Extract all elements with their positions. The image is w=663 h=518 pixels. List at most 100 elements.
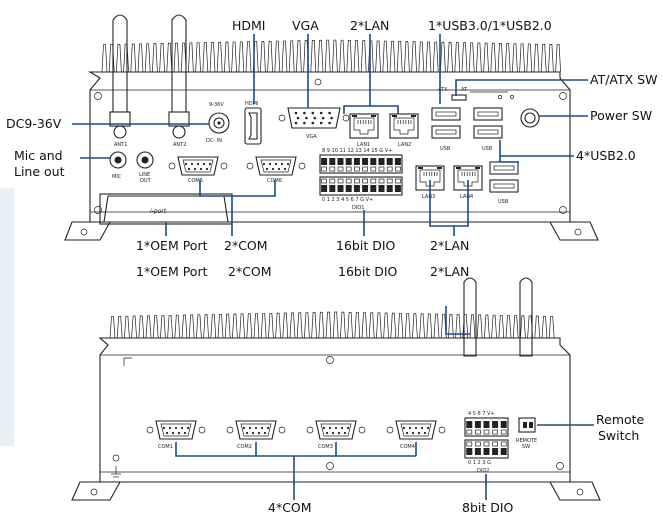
callout-dio8: 8bit DIO	[462, 500, 514, 515]
callout-lan-top: 2*LAN	[350, 18, 389, 33]
label-hdmi: HDMI	[245, 101, 258, 107]
label-com4b: COM4	[400, 444, 415, 450]
callout-com2-dup: 2*COM	[228, 264, 272, 279]
rear-chassis	[98, 337, 571, 483]
label-ant1: ANT1	[114, 142, 127, 148]
callout-usb30: 1*USB3.0/1*USB2.0	[428, 18, 552, 33]
lan4-port-icon	[453, 165, 483, 191]
usb-block-b-icon	[473, 107, 503, 139]
mic-jack-icon	[109, 151, 127, 169]
rear-heatsink-fins	[109, 311, 555, 339]
callout-com4: 4*COM	[268, 500, 312, 515]
label-dio2-top: 4 5 6 7 V+	[468, 411, 495, 417]
label-remote-2: SW	[522, 444, 530, 450]
label-lan2: LAN2	[398, 142, 411, 148]
antenna-2-icon	[168, 14, 190, 139]
label-at: AT	[461, 87, 468, 93]
at-atx-switch-icon	[451, 91, 514, 101]
callout-usb20: 4*USB2.0	[576, 148, 636, 163]
label-line-2: OUT	[140, 178, 152, 184]
vga-port-icon	[278, 107, 350, 129]
rear-foot-right	[549, 481, 601, 501]
label-dio1: DIO1	[352, 205, 364, 211]
label-usb-a: USB	[440, 146, 451, 152]
side-band	[0, 188, 14, 446]
callout-hdmi: HDMI	[232, 18, 266, 33]
callout-atatx: AT/ATX SW	[590, 72, 657, 87]
label-lan4: LAN4	[460, 194, 473, 200]
label-line-1: LINE	[139, 172, 150, 178]
line-out-jack-icon	[136, 151, 154, 169]
label-usb-c: USB	[498, 199, 509, 205]
label-lan1: LAN1	[357, 142, 370, 148]
dio2-terminal-icon	[464, 417, 509, 459]
label-ant2: ANT2	[173, 142, 186, 148]
callout-dio16: 16bit DIO	[336, 238, 395, 253]
com2-port-icon	[226, 420, 286, 440]
callout-dc: DC9-36V	[6, 116, 62, 131]
leader-lines	[72, 34, 594, 500]
label-dio2: DIO2	[477, 468, 489, 474]
front-foot-right	[549, 221, 599, 241]
leader-usb20	[499, 140, 574, 157]
usb-block-a-icon	[431, 107, 461, 139]
callout-mic-2: Line out	[14, 164, 65, 179]
front-foot-left	[64, 221, 111, 241]
label-com1: COM1	[158, 444, 173, 450]
remote-switch-icon	[518, 417, 536, 433]
callout-power-sw: Power SW	[590, 108, 652, 123]
usb-block-c-icon	[489, 161, 519, 193]
lan1-port-icon	[349, 113, 379, 139]
callouts: HDMI VGA 2*LAN 1*USB3.0/1*USB2.0 AT/ATX …	[6, 18, 657, 515]
callout-remote-1: Remote	[596, 412, 645, 427]
leader-atatx	[455, 79, 588, 96]
ground-icon	[111, 454, 121, 478]
power-button-icon[interactable]	[520, 108, 540, 128]
label-com5: COM5	[188, 178, 203, 184]
label-dio-bottom: 0 1 2 3 4 5 6 7 G V+	[322, 197, 373, 203]
label-mic: MIC	[112, 174, 122, 180]
label-lan3: LAN3	[422, 194, 435, 200]
leader-lan-bottom	[429, 180, 455, 236]
label-dc-top: 9-36V	[209, 102, 224, 108]
label-dio2-bottom: 0 1 2 3 G	[468, 460, 491, 466]
label-com2b: COM2	[237, 444, 252, 450]
label-dc-bottom: DC- IN	[206, 138, 222, 144]
callout-vga: VGA	[292, 18, 319, 33]
com3-port-icon	[306, 420, 366, 440]
leader-com-top	[199, 180, 233, 236]
leader-lan-top-left	[343, 34, 371, 114]
label-atx: ATX	[438, 87, 448, 93]
dio1-terminal-icon	[319, 154, 403, 196]
antenna-1-icon	[109, 14, 131, 139]
callout-dio16-dup: 16bit DIO	[338, 264, 397, 279]
callout-lan-bottom: 2*LAN	[430, 238, 469, 253]
hdmi-port-icon	[244, 107, 262, 145]
leader-com4	[175, 442, 416, 457]
label-iport: i-port	[150, 208, 167, 215]
com6-port-icon	[246, 156, 306, 176]
com5-port-icon	[168, 156, 228, 176]
antenna-4-icon	[519, 277, 533, 357]
rear-foot-left	[71, 481, 121, 501]
dc-jack-icon	[208, 112, 230, 134]
label-dio-top: 8 9 10 11 12 13 14 15 G V+	[322, 148, 392, 154]
leader-lan-dup	[445, 306, 470, 335]
callout-lan-dup: 2*LAN	[430, 264, 469, 279]
rear-panel: COM1 COM2 COM3 COM4 4 5 6 7 V+ 0 1 2 3 G…	[71, 277, 601, 501]
top-heatsink-fins	[101, 39, 561, 73]
label-com3: COM3	[318, 444, 333, 450]
label-usb-b: USB	[482, 146, 493, 152]
callout-com2: 2*COM	[224, 238, 268, 253]
callout-remote-2: Switch	[598, 428, 639, 443]
callout-oem-dup: 1*OEM Port	[136, 264, 208, 279]
front-panel: ANT1 ANT2 9-36V DC- IN HDMI VGA LAN1 LAN…	[64, 14, 599, 241]
com1-port-icon	[146, 420, 206, 440]
label-remote-1: REMOTE	[516, 438, 537, 444]
lan2-port-icon	[389, 113, 419, 139]
callout-mic-1: Mic and	[14, 148, 63, 163]
label-vga: VGA	[306, 134, 317, 140]
com4-port-icon	[386, 420, 446, 440]
antenna-3-icon	[463, 277, 477, 357]
